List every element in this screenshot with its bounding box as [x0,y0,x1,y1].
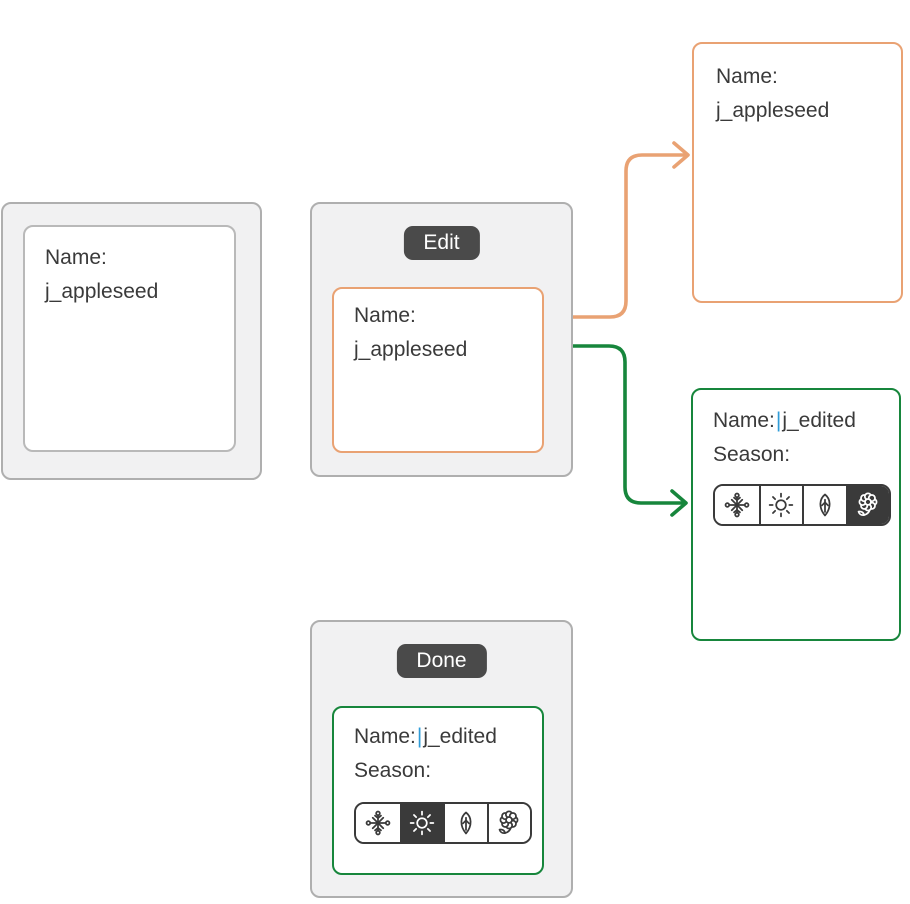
done-button[interactable]: Done [396,644,487,678]
season-option-summer[interactable] [758,486,802,524]
name-field-label: Name: [713,409,775,432]
name-field-label: Name: [354,725,416,748]
season-option-winter[interactable] [356,804,400,842]
card-result-season: Name:|j_edited Season: [691,388,901,641]
season-form: Name:|j_edited Season: [332,706,544,875]
name-text-field[interactable]: Name:|j_edited [354,720,542,754]
season-option-spring[interactable] [486,804,530,842]
name-field-value: j_appleseed [716,99,830,122]
season-option-fall[interactable] [443,804,487,842]
season-field-label: Season: [713,443,791,466]
orange-arrowhead-icon [672,141,690,169]
leaf-icon [819,493,831,517]
card-edit-state: Edit Name: j_appleseed [310,202,573,477]
season-option-winter[interactable] [715,486,759,524]
name-form: Name: j_appleseed [23,225,236,452]
name-field-value: j_appleseed [45,280,159,303]
card-done-state: Done Name:|j_edited Season: [310,620,573,898]
sun-icon [769,492,794,518]
season-picker [354,802,532,844]
orange-arrow [571,141,690,319]
flower-icon [498,810,519,835]
name-field-value: j_edited [423,725,497,748]
season-option-summer[interactable] [399,804,443,842]
name-text-field[interactable]: Name:|j_edited [713,404,899,438]
name-field-value: j_edited [782,409,856,432]
season-picker [713,484,891,526]
name-field-value: j_appleseed [354,338,468,361]
edit-button[interactable]: Edit [403,226,480,260]
season-option-spring[interactable] [845,486,889,524]
text-cursor: | [416,725,423,748]
green-arrow [571,344,688,517]
name-form-editing[interactable]: Name: j_appleseed [332,287,544,453]
card-original-state: Name: j_appleseed [1,202,262,480]
season-field-label: Season: [354,759,432,782]
snowflake-icon [365,810,391,836]
card-result-name: Name: j_appleseed [692,42,903,303]
leaf-icon [460,811,472,835]
snowflake-icon [724,492,750,518]
name-field-label: Name: [716,65,778,88]
season-option-fall[interactable] [802,486,846,524]
name-field-label: Name: [354,304,416,327]
sun-icon [410,810,435,836]
flower-icon [857,492,878,517]
name-field-label: Name: [45,246,107,269]
green-arrowhead-icon [670,489,688,517]
text-cursor: | [775,409,782,432]
